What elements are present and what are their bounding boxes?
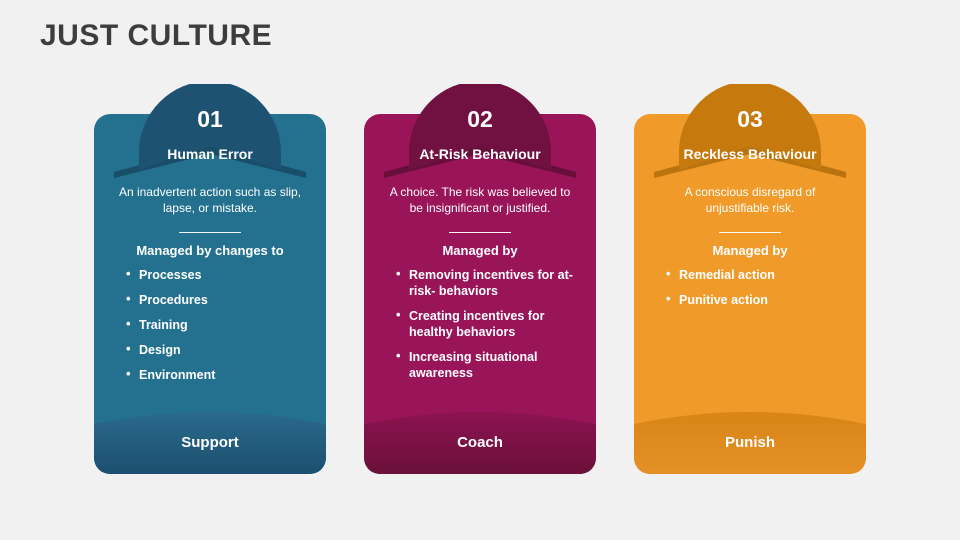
card-content: Human Error An inadvertent action such a… <box>94 146 326 392</box>
card-content: Reckless Behaviour A conscious disregard… <box>634 146 866 317</box>
card-human-error[interactable]: Support 01 Human Error An inadvertent ac… <box>94 84 326 474</box>
list-item: Procedures <box>126 291 312 308</box>
card-content: At-Risk Behaviour A choice. The risk was… <box>364 146 596 390</box>
list-item: Remedial action <box>666 266 852 283</box>
list-item: Environment <box>126 366 312 383</box>
card-description: A choice. The risk was believed to be in… <box>389 185 571 215</box>
list-item: Processes <box>126 266 312 283</box>
card-number: 03 <box>737 106 763 132</box>
card-bullet-list: Remedial action Punitive action <box>648 266 852 308</box>
card-footer: Punish <box>634 414 866 474</box>
card-heading: At-Risk Behaviour <box>419 146 541 162</box>
divider <box>179 232 241 233</box>
list-item: Creating incentives for healthy behavior… <box>396 307 582 340</box>
list-item: Increasing situational awareness <box>396 348 582 381</box>
card-footer: Support <box>94 414 326 474</box>
card-description: An inadvertent action such as slip, laps… <box>118 185 302 215</box>
card-bullet-list: Processes Procedures Training Design Env… <box>108 266 312 383</box>
card-footer: Coach <box>364 414 596 474</box>
card-managed-label: Managed by <box>712 243 788 258</box>
page-title: JUST CULTURE <box>40 19 273 52</box>
card-managed-label: Managed by <box>442 243 518 258</box>
divider <box>449 232 511 233</box>
cards-row: Support 01 Human Error An inadvertent ac… <box>94 84 880 474</box>
card-description: A conscious disregard of unjustifiable r… <box>684 185 816 215</box>
card-number: 01 <box>197 106 223 132</box>
list-item: Training <box>126 316 312 333</box>
card-heading: Reckless Behaviour <box>683 146 817 162</box>
card-reckless-behaviour[interactable]: Punish 03 Reckless Behaviour A conscious… <box>634 84 866 474</box>
list-item: Design <box>126 341 312 358</box>
card-at-risk-behaviour[interactable]: Coach 02 At-Risk Behaviour A choice. The… <box>364 84 596 474</box>
divider <box>719 232 781 233</box>
card-heading: Human Error <box>167 146 253 162</box>
card-footer-label: Coach <box>457 433 503 451</box>
card-number: 02 <box>467 106 493 132</box>
card-footer-label: Support <box>181 433 239 451</box>
card-footer-label: Punish <box>724 433 775 451</box>
list-item: Removing incentives for at-risk- behavio… <box>396 266 582 299</box>
card-bullet-list: Removing incentives for at-risk- behavio… <box>378 266 582 381</box>
list-item: Punitive action <box>666 291 852 308</box>
card-managed-label: Managed by changes to <box>136 243 284 258</box>
